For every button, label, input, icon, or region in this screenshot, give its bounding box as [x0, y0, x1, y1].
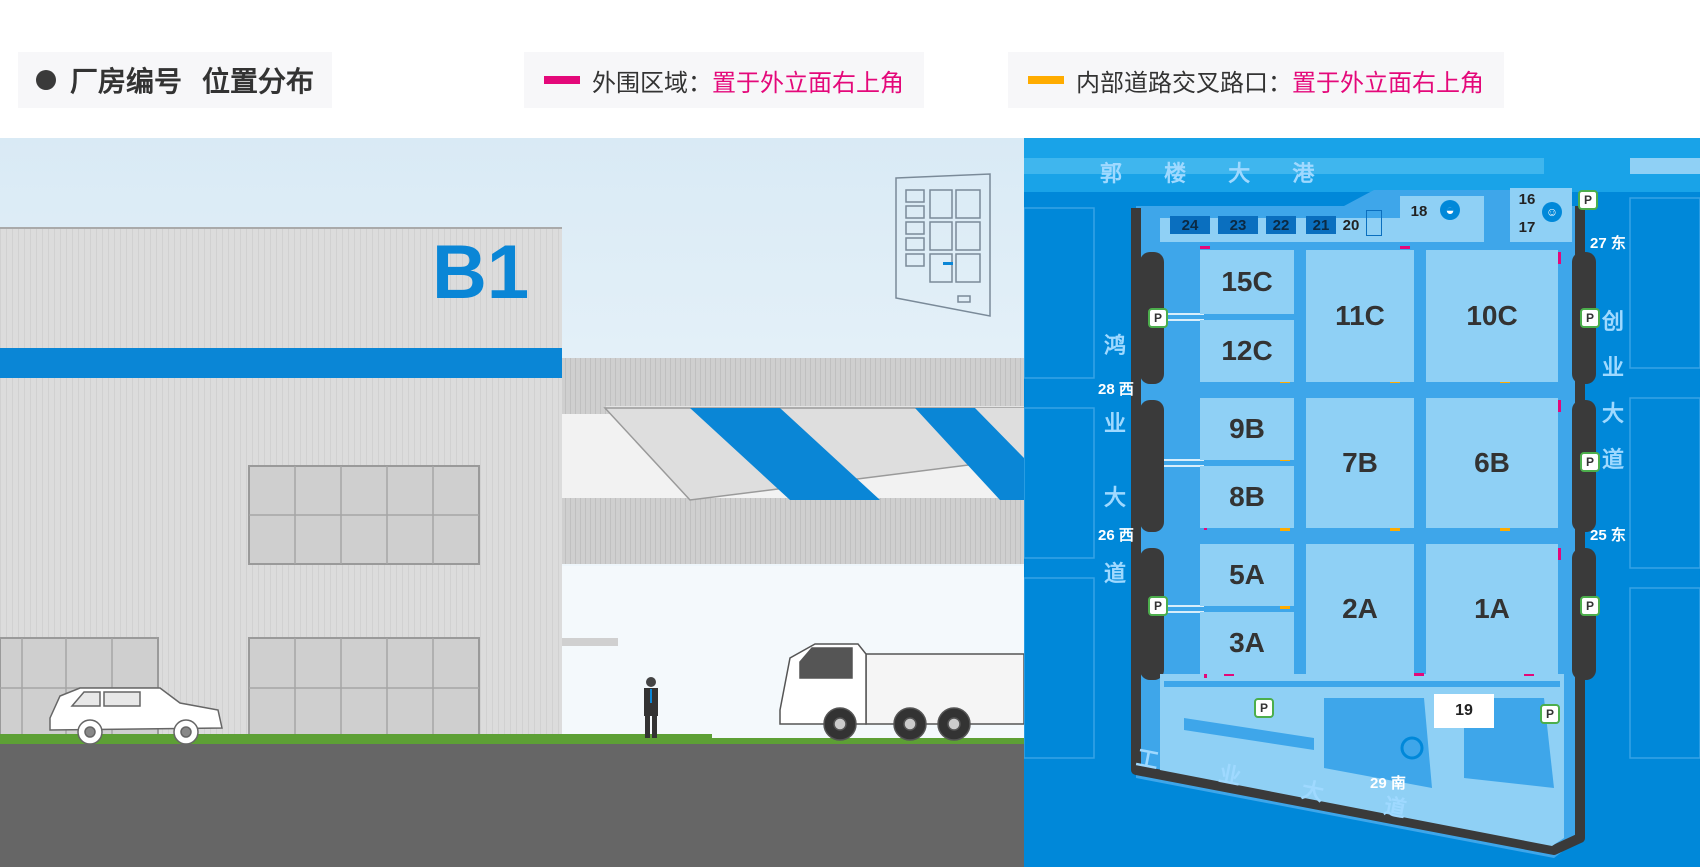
- road-east-char-3: 大: [1602, 401, 1627, 426]
- hall-label: 7B: [1342, 447, 1378, 478]
- road-east-char-2: 业: [1602, 355, 1627, 380]
- road-west-char-2: 业: [1104, 411, 1129, 436]
- car-illustration: [49, 687, 223, 745]
- title-part2: 位置分布: [202, 66, 315, 97]
- road-surface: [0, 744, 1024, 867]
- road-west-char-4: 道: [1104, 561, 1129, 586]
- magenta-bar-icon: [544, 76, 580, 84]
- page-title: 厂房编号 位置分布: [18, 52, 333, 108]
- building-20[interactable]: 20: [1342, 216, 1360, 234]
- gate-25-label: 25 东: [1590, 527, 1626, 544]
- hall-6b[interactable]: 6B: [1426, 398, 1558, 528]
- hall-label: 9B: [1229, 413, 1265, 444]
- person-illustration: [644, 677, 658, 738]
- road-east-char-1: 创: [1602, 309, 1627, 334]
- legend-value: 置于外立面右上角: [712, 69, 904, 97]
- building-facade-scene: B1: [0, 138, 1024, 867]
- legend-item-outer: 外围区域： 置于外立面右上角: [524, 52, 924, 108]
- hall-15c[interactable]: 15C: [1200, 250, 1294, 314]
- building-20-annex: [1366, 210, 1382, 236]
- hall-5a[interactable]: 5A: [1200, 544, 1294, 606]
- building-23[interactable]: 23: [1218, 216, 1258, 234]
- hall-label: 8B: [1229, 481, 1265, 512]
- canteen-icon: ◒: [1440, 200, 1460, 220]
- building-24[interactable]: 24: [1170, 216, 1210, 234]
- hall-label: 3A: [1229, 627, 1265, 658]
- parking-icon[interactable]: P: [1148, 596, 1168, 616]
- parking-icon[interactable]: P: [1580, 596, 1600, 616]
- header: 厂房编号 位置分布 外围区域： 置于外立面右上角 内部道路交叉路口： 置于外立面…: [0, 0, 1700, 138]
- hall-8b[interactable]: 8B: [1200, 466, 1294, 528]
- parking-icon[interactable]: P: [1254, 698, 1274, 718]
- hall-7b[interactable]: 7B: [1306, 398, 1414, 528]
- hall-label: 2A: [1342, 593, 1378, 624]
- building-b1: [0, 227, 562, 798]
- parking-icon[interactable]: P: [1148, 308, 1168, 328]
- gate-28-label: 28 西: [1098, 381, 1134, 398]
- legend-label: 外围区域：: [592, 69, 712, 97]
- parking-icon[interactable]: P: [1580, 452, 1600, 472]
- hall-9b[interactable]: 9B: [1200, 398, 1294, 460]
- hall-12c[interactable]: 12C: [1200, 320, 1294, 382]
- building-22[interactable]: 22: [1266, 216, 1296, 234]
- title-part1: 厂房编号: [70, 66, 183, 97]
- orange-bar-icon: [1028, 76, 1064, 84]
- building-17[interactable]: 17: [1518, 218, 1536, 236]
- hall-label: 11C: [1335, 300, 1385, 331]
- building-19[interactable]: 19: [1434, 694, 1494, 728]
- minimap-icon: [895, 173, 991, 317]
- hall-label: 6B: [1474, 447, 1510, 478]
- legend-item-inner: 内部道路交叉路口： 置于外立面右上角: [1008, 52, 1504, 108]
- hall-10c[interactable]: 10C: [1426, 250, 1558, 382]
- legend-value: 置于外立面右上角: [1292, 69, 1484, 97]
- road-north-label: 郭 楼 大 港: [1100, 161, 1333, 186]
- building-21[interactable]: 21: [1306, 216, 1336, 234]
- parking-icon[interactable]: P: [1580, 308, 1600, 328]
- building-16[interactable]: 16: [1518, 190, 1536, 208]
- truck-illustration: [779, 643, 1024, 741]
- bullet-dot-icon: [36, 70, 56, 90]
- building-number: B1: [432, 230, 529, 315]
- gate-29-label: 29 南: [1370, 775, 1406, 792]
- gate-26-label: 26 西: [1098, 527, 1134, 544]
- hall-2a[interactable]: 2A: [1306, 544, 1414, 674]
- site-map: 郭 楼 大 港 鸿 业 大 道 创 业 大 道 工 业 大 道 27 东 28 …: [1024, 138, 1700, 867]
- parking-icon[interactable]: P: [1540, 704, 1560, 724]
- hall-3a[interactable]: 3A: [1200, 612, 1294, 674]
- gate-27-label: 27 东: [1590, 235, 1626, 252]
- parking-icon[interactable]: P: [1578, 190, 1598, 210]
- hall-1a[interactable]: 1A: [1426, 544, 1558, 674]
- legend-label: 内部道路交叉路口：: [1076, 69, 1292, 97]
- hall-label: 15C: [1221, 266, 1273, 297]
- building-18[interactable]: 18: [1410, 202, 1428, 220]
- hall-label: 12C: [1221, 335, 1273, 366]
- road-west-char-1: 鸿: [1104, 333, 1129, 358]
- road-east-char-4: 道: [1602, 447, 1627, 472]
- hall-label: 5A: [1229, 559, 1265, 590]
- service-center-icon: ☺: [1542, 202, 1562, 222]
- hall-label: 1A: [1474, 593, 1510, 624]
- hall-11c[interactable]: 11C: [1306, 250, 1414, 382]
- scene-illustration: B1: [0, 173, 1024, 867]
- road-west-char-3: 大: [1104, 485, 1129, 510]
- hall-label: 10C: [1466, 300, 1518, 331]
